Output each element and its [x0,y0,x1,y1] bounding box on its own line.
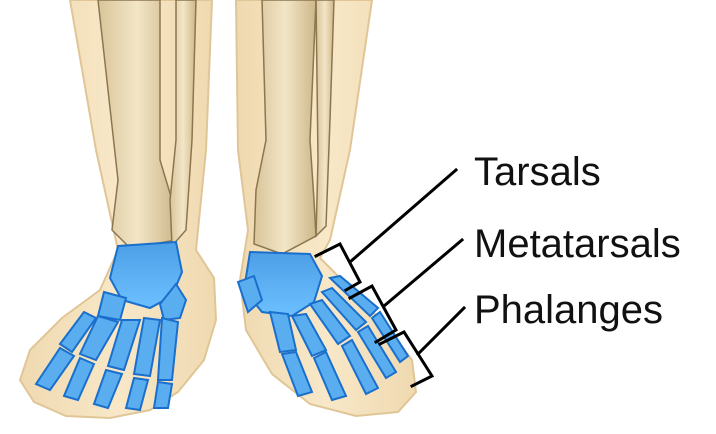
right-foot [236,0,416,416]
metatarsals-label: Metatarsals [474,224,681,264]
phalanges-leader [418,308,464,354]
metatarsals-leader [384,240,462,306]
tarsals-leader [350,170,456,262]
tarsals-label: Tarsals [474,152,601,192]
left-foot [20,0,216,418]
phalanges-label: Phalanges [474,290,663,330]
